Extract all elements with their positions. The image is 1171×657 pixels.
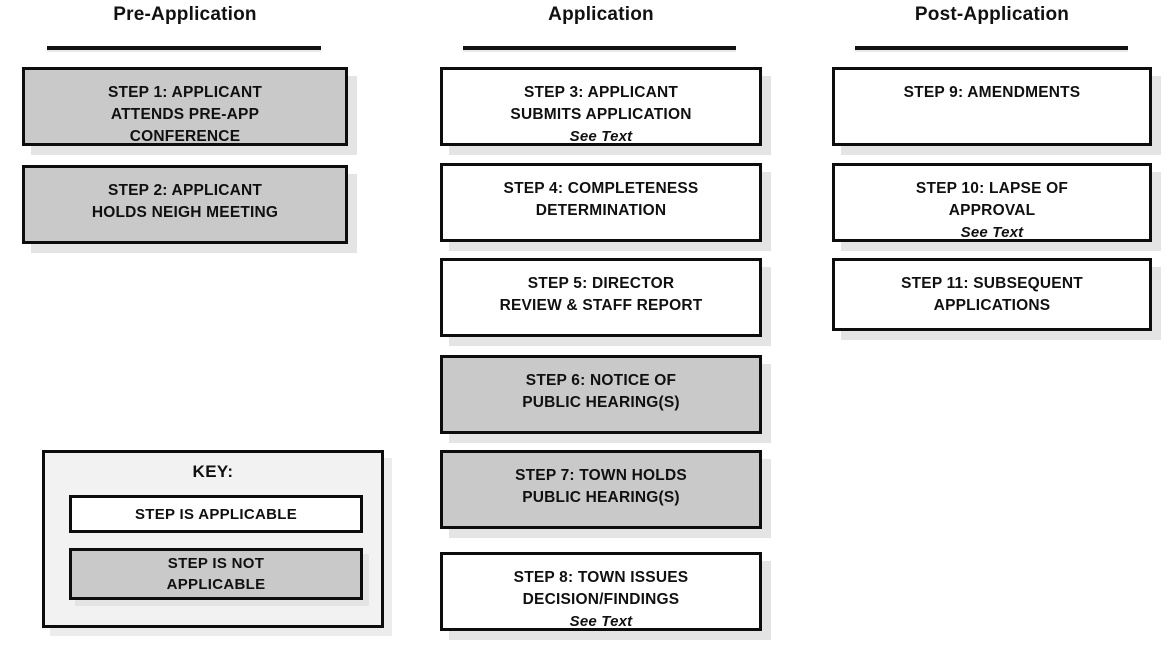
key-not-applicable-label-1: STEP IS NOT xyxy=(167,555,265,572)
column-rule-pre-application xyxy=(47,46,321,50)
step-3-line-2: SUBMITS APPLICATION xyxy=(510,106,692,123)
step-box-step-3[interactable]: STEP 3: APPLICANT SUBMITS APPLICATION Se… xyxy=(440,67,762,146)
step-1-line-3: CONFERENCE xyxy=(129,128,241,145)
step-box-step-5[interactable]: STEP 5: DIRECTOR REVIEW & STAFF REPORT xyxy=(440,258,762,337)
key-sample-applicable: STEP IS APPLICABLE xyxy=(69,495,363,533)
step-box-step-1[interactable]: STEP 1: APPLICANT ATTENDS PRE-APP CONFER… xyxy=(22,67,348,146)
column-title-application: Application xyxy=(548,4,654,25)
step-8-note: See Text xyxy=(569,613,633,630)
key-legend: KEY: STEP IS APPLICABLE STEP IS NOT APPL… xyxy=(42,450,384,628)
step-11-line-1: STEP 11: SUBSEQUENT xyxy=(901,275,1083,292)
step-7-line-1: STEP 7: TOWN HOLDS xyxy=(515,467,687,484)
step-3-line-1: STEP 3: APPLICANT xyxy=(523,84,679,101)
step-box-step-9[interactable]: STEP 9: AMENDMENTS xyxy=(832,67,1152,146)
step-11-line-2: APPLICATIONS xyxy=(933,297,1051,314)
step-box-step-10[interactable]: STEP 10: LAPSE OF APPROVAL See Text xyxy=(832,163,1152,242)
column-rule-post-application xyxy=(855,46,1128,50)
step-6-line-1: STEP 6: NOTICE OF xyxy=(525,372,677,389)
step-box-step-2[interactable]: STEP 2: APPLICANT HOLDS NEIGH MEETING xyxy=(22,165,348,244)
step-7-line-2: PUBLIC HEARING(S) xyxy=(522,489,680,506)
step-box-step-11[interactable]: STEP 11: SUBSEQUENT APPLICATIONS xyxy=(832,258,1152,331)
step-4-line-1: STEP 4: COMPLETENESS xyxy=(503,180,699,197)
key-applicable-label: STEP IS APPLICABLE xyxy=(134,505,298,523)
step-box-step-4[interactable]: STEP 4: COMPLETENESS DETERMINATION xyxy=(440,163,762,242)
step-1-line-1: STEP 1: APPLICANT xyxy=(107,84,263,101)
step-10-note: See Text xyxy=(960,224,1024,241)
step-2-line-2: HOLDS NEIGH MEETING xyxy=(91,204,279,221)
column-title-post-application: Post-Application xyxy=(914,4,1070,25)
step-6-line-2: PUBLIC HEARING(S) xyxy=(522,394,680,411)
step-3-note: See Text xyxy=(569,128,633,145)
column-rule-application xyxy=(463,46,736,50)
key-title: KEY: xyxy=(192,462,234,481)
step-4-line-2: DETERMINATION xyxy=(535,202,667,219)
step-10-line-1: STEP 10: LAPSE OF xyxy=(915,180,1069,197)
step-10-line-2: APPROVAL xyxy=(948,202,1036,219)
step-8-line-2: DECISION/FINDINGS xyxy=(522,591,680,608)
key-sample-not-applicable: STEP IS NOT APPLICABLE xyxy=(69,548,363,600)
column-title-pre-application: Pre-Application xyxy=(113,4,257,25)
step-8-line-1: STEP 8: TOWN ISSUES xyxy=(513,569,689,586)
step-1-line-2: ATTENDS PRE-APP xyxy=(110,106,260,123)
step-2-line-1: STEP 2: APPLICANT xyxy=(107,182,263,199)
step-box-step-8[interactable]: STEP 8: TOWN ISSUES DECISION/FINDINGS Se… xyxy=(440,552,762,631)
step-5-line-2: REVIEW & STAFF REPORT xyxy=(499,297,703,314)
step-9-line-1: STEP 9: AMENDMENTS xyxy=(903,84,1081,101)
key-not-applicable-label-2: APPLICABLE xyxy=(166,576,266,593)
step-box-step-7[interactable]: STEP 7: TOWN HOLDS PUBLIC HEARING(S) xyxy=(440,450,762,529)
step-5-line-1: STEP 5: DIRECTOR xyxy=(527,275,675,292)
step-box-step-6[interactable]: STEP 6: NOTICE OF PUBLIC HEARING(S) xyxy=(440,355,762,434)
